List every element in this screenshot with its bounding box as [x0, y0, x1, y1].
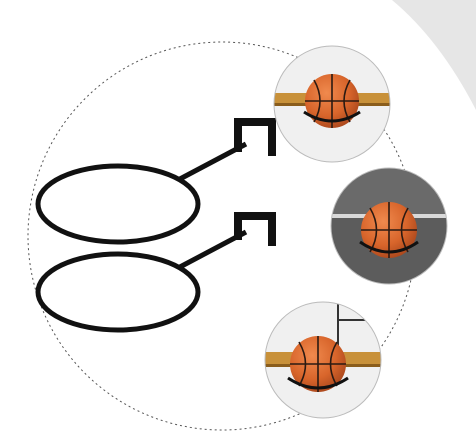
rack-upper-bracket: [234, 118, 276, 156]
rack-ring-detail: [303, 110, 361, 123]
rack-lower-bracket: [234, 212, 276, 246]
rack-lower-ring: [35, 251, 201, 333]
corner-decor-shape: [392, 0, 476, 110]
rack-upper-ring: [35, 163, 201, 245]
rack-ring-detail: [359, 240, 419, 254]
detail-circle-top: [273, 45, 391, 163]
rack-lower: [35, 212, 276, 333]
detail-circle-middle: [330, 167, 448, 285]
rack-ring-detail: [287, 376, 349, 390]
detail-circle-bottom: [264, 301, 382, 419]
rack-upper: [35, 118, 276, 245]
